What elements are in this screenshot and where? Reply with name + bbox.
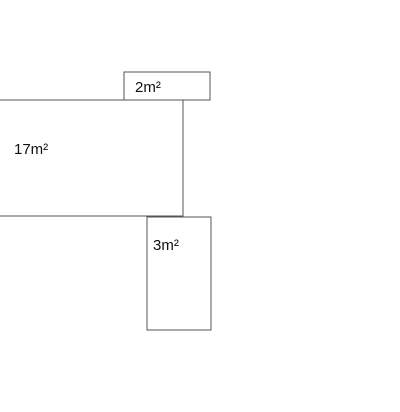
room-17m2-label: 17m²: [14, 141, 48, 158]
room-2m2: 2m²: [123, 71, 211, 101]
room-3m2: 3m²: [146, 216, 212, 331]
room-3m2-outline: [146, 216, 212, 331]
room-2m2-outline: [123, 71, 211, 101]
room-17m2: 17m²: [0, 99, 184, 217]
room-2m2-label: 2m²: [135, 79, 161, 96]
room-17m2-outline: [0, 99, 184, 217]
room-3m2-label: 3m²: [153, 237, 179, 254]
